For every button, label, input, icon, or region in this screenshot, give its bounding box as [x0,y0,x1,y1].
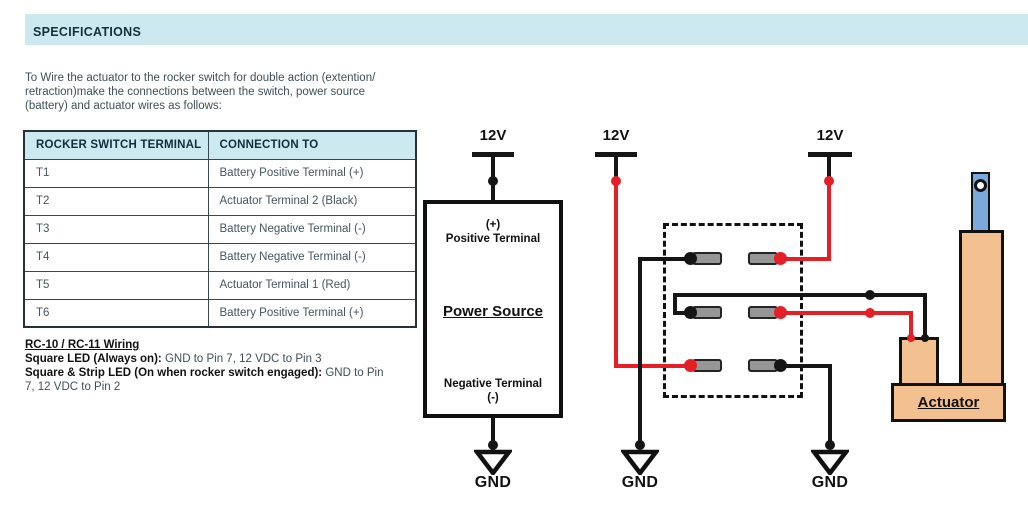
terminal-cell: T3 [23,214,209,244]
supply-label-2: 12V [602,127,630,144]
note2-continuation: 7, 12 VDC to Pin 2 [25,381,121,393]
table-row: T3 Battery Negative Terminal (-) [23,214,417,244]
power-source-title: Power Source [442,303,544,320]
table-row: T4 Battery Negative Terminal (-) [23,242,417,272]
wiring-note-line: Square & Strip LED (On when rocker switc… [25,366,445,380]
column-header-connection: CONNECTION TO [207,130,417,160]
intro-line: retraction)make the connections between … [25,86,366,98]
terminal-cell: T5 [23,270,209,300]
supply-label-1: 12V [479,127,507,144]
table-row: T1 Battery Positive Terminal (+) [23,158,417,188]
intro-paragraph: To Wire the actuator to the rocker switc… [25,71,445,113]
junction-dot-red [865,308,875,318]
junction-dot [488,176,498,186]
note1-value: GND to Pin 7, 12 VDC to Pin 3 [164,353,322,365]
intro-line: (battery) and actuator wires as follows: [25,100,222,112]
wire-supply2-stub [614,156,618,181]
wire-red-supply3-vertical [827,181,831,261]
connection-cell: Battery Positive Terminal (+) [207,158,417,188]
actuator-rod-hole [974,179,987,192]
wire-black-actuator-drop [923,293,927,339]
junction-dot [488,440,498,450]
connection-dot [921,334,929,342]
specifications-title: SPECIFICATIONS [33,24,142,39]
specifications-header: SPECIFICATIONS [25,14,1028,45]
terminal-cell: T1 [23,158,209,188]
actuator-base: Actuator [891,383,1006,422]
actuator-motor-housing [899,337,939,386]
terminal-cap-black [684,252,697,265]
ground-label-2: GND [621,474,659,491]
terminal-cell: T6 [23,298,209,328]
note2-label: Square & Strip LED (On when rocker switc… [25,367,323,379]
wire-row3-to-gnd [828,364,832,445]
wire-red-supply3-horizontal [780,257,831,261]
terminal-cap-red [774,252,787,265]
actuator-cylinder [959,230,1004,386]
wire-ps-to-gnd [491,418,495,452]
wire-red-supply2-horizontal [614,364,692,368]
table-row: T5 Actuator Terminal 1 (Red) [23,270,417,300]
wire-row2-left-jog [673,311,691,315]
terminal-cell: T4 [23,242,209,272]
ground-symbol [811,449,849,475]
terminal-cell: T2 [23,186,209,216]
wire-red-to-actuator [780,311,913,315]
table-row: T2 Actuator Terminal 2 (Black) [23,186,417,216]
negative-terminal-label: Negative Terminal [443,378,543,390]
note2-value: GND to Pin [325,367,384,379]
junction-dot [865,290,875,300]
rocker-switch-outline [663,223,803,398]
terminal-cap-red [774,306,787,319]
column-header-terminal: ROCKER SWITCH TERMINAL [23,130,209,160]
positive-terminal-label: Positive Terminal [445,233,541,245]
connection-cell: Battery Negative Terminal (-) [207,242,417,272]
connection-dot-red [907,334,915,342]
wire-red-supply2-vertical [614,181,618,368]
wire-supply3-stub [827,156,831,181]
supply-label-3: 12V [816,127,844,144]
connection-cell: Battery Positive Terminal (+) [207,298,417,328]
ground-label-3: GND [811,474,849,491]
terminal-cap-red [684,359,697,372]
terminal-cap-black [774,359,787,372]
note1-label: Square LED (Always on): [25,353,162,365]
wire-row1-left [638,257,692,261]
wire-red-actuator-drop [909,311,913,339]
wiring-note-line: 7, 12 VDC to Pin 2 [25,380,445,394]
junction-dot [635,440,645,450]
power-source-box: (+) Positive Terminal Power Source Negat… [423,200,563,418]
intro-line: To Wire the actuator to the rocker switc… [25,72,376,84]
wiring-notes-heading: RC-10 / RC-11 Wiring [25,339,140,351]
wiring-note-line: Square LED (Always on): GND to Pin 7, 12… [25,352,445,366]
connection-table: ROCKER SWITCH TERMINAL CONNECTION TO T1 … [23,130,417,328]
wire-black-to-actuator [673,293,927,297]
supply-bar-1 [472,152,514,157]
ground-symbol [474,449,512,475]
junction-dot-red [824,176,834,186]
supply-bar-2 [595,152,637,157]
ground-symbol [621,449,659,475]
supply-bar-3 [808,152,852,157]
positive-symbol: (+) [485,219,501,231]
ground-label-1: GND [474,474,512,491]
table-header-row: ROCKER SWITCH TERMINAL CONNECTION TO [23,130,417,160]
connection-cell: Actuator Terminal 1 (Red) [207,270,417,300]
negative-symbol: (-) [487,392,499,404]
wire-row3-right [780,364,832,368]
junction-dot-red [611,176,621,186]
connection-cell: Actuator Terminal 2 (Black) [207,186,417,216]
terminal-cap-black [684,306,697,319]
junction-dot [825,440,835,450]
wiring-notes: RC-10 / RC-11 Wiring Square LED (Always … [25,338,445,394]
wire-row2-left-riser [673,293,677,315]
wire-row1-to-gnd [638,257,642,445]
actuator-label: Actuator [917,394,980,411]
connection-cell: Battery Negative Terminal (-) [207,214,417,244]
table-row: T6 Battery Positive Terminal (+) [23,298,417,328]
